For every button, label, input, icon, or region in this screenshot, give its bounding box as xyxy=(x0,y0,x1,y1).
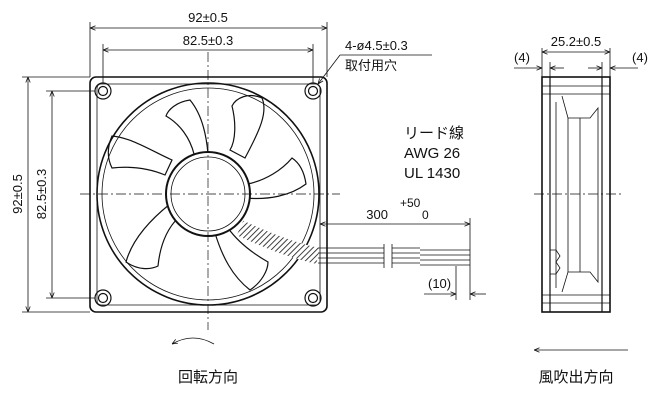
hole-spec-line2: 取付用穴 xyxy=(345,58,397,73)
lead-wire-gauge: AWG 26 xyxy=(404,145,460,162)
side-view: 25.2±0.5 (4) (4) 風吹出方向 xyxy=(514,34,648,386)
lead-length: 300 xyxy=(366,207,388,222)
dim-outer-height: 92±0.5 xyxy=(10,174,25,214)
side-wire-exit xyxy=(550,249,561,275)
lead-wire-bundle xyxy=(236,220,470,268)
lead-length-tol-minus: 0 xyxy=(422,208,429,222)
dim-flange-right: (4) xyxy=(632,50,648,65)
rotation-arrow xyxy=(172,337,215,344)
dim-hole-pitch-height: 82.5±0.3 xyxy=(34,169,49,220)
lead-length-tol-plus: +50 xyxy=(400,196,421,210)
lead-wire-standard: UL 1430 xyxy=(404,165,460,182)
lead-wire-title: リード線 xyxy=(404,125,464,142)
dim-hole-pitch-width: 82.5±0.3 xyxy=(183,33,234,48)
airflow-direction-label: 風吹出方向 xyxy=(538,369,613,386)
front-view: 92±0.5 82.5±0.3 92±0.5 82.5±0.3 4-ø4.5±0… xyxy=(10,10,486,386)
dim-thickness: 25.2±0.5 xyxy=(551,34,602,49)
dim-outer-width: 92±0.5 xyxy=(188,10,228,25)
hole-spec-line1: 4-ø4.5±0.3 xyxy=(345,38,408,53)
strip-length: (10) xyxy=(428,276,451,291)
dim-flange-left: (4) xyxy=(514,50,530,65)
fan-blades xyxy=(107,94,307,291)
fan-frame xyxy=(89,76,328,313)
rotation-direction-label: 回転方向 xyxy=(178,369,238,386)
side-housing xyxy=(541,76,611,313)
